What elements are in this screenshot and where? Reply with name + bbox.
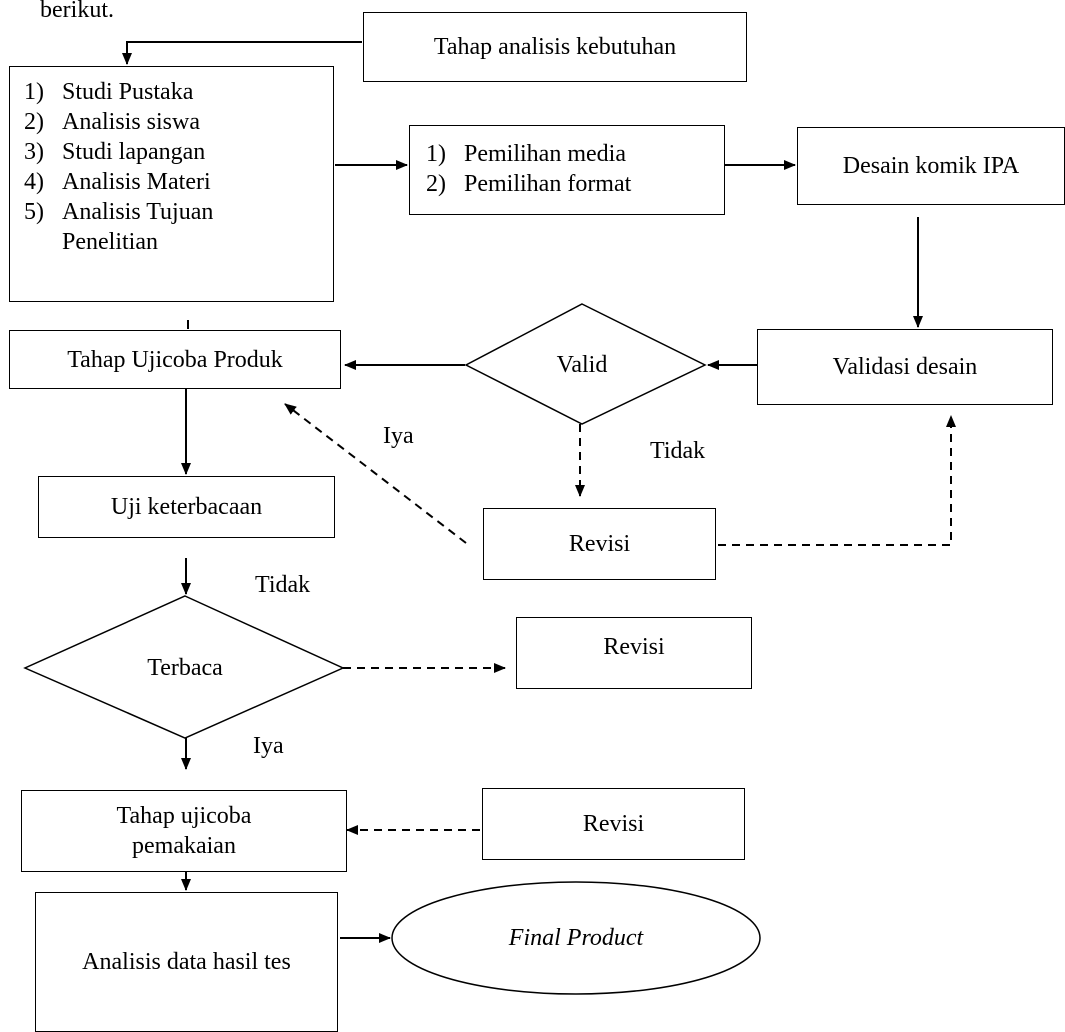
node-revisi-1-label: Revisi [568,531,631,557]
node-analisis-data: Analisis data hasil tes [35,892,338,1032]
edge-label-iya-terbaca: Iya [253,733,284,759]
terbaca-label: Terbaca [147,655,223,681]
node-analisis-data-label: Analisis data hasil tes [82,949,291,975]
list-item: 2)Pemilihan format [426,171,632,197]
list-item: 1)Studi Pustaka [24,79,194,105]
final-product-label: Final Product [508,925,644,951]
node-kebutuhan: Tahap analisis kebutuhan [363,12,747,82]
edge-label-tidak-valid: Tidak [650,438,706,464]
final-product-ellipse [391,881,761,995]
node-validasi: Validasi desain [757,329,1053,405]
list-item: 5)Analisis Tujuan Penelitian [24,199,214,255]
node-ujicoba-pemakaian-label: Tahap ujicoba pemakaian [116,803,252,859]
node-desain-label: Desain komik IPA [842,153,1020,179]
node-ujicoba-produk: Tahap Ujicoba Produk [9,330,341,389]
list-item: 1)Pemilihan media [426,141,626,167]
node-ujicoba-produk-label: Tahap Ujicoba Produk [67,346,283,373]
node-revisi-3: Revisi [482,788,745,860]
dashed-arrow-revisi-to-validasi [718,415,956,546]
node-revisi-2-label: Revisi [603,634,665,660]
edge-label-iya-valid: Iya [383,423,414,449]
node-revisi-3-label: Revisi [582,811,645,837]
list-item: 2)Analisis siswa [24,109,200,135]
node-desain: Desain komik IPA [797,127,1065,205]
list-item: 4)Analisis Materi [24,169,211,195]
valid-diamond [464,303,707,425]
dashed-arrow-revisi-to-ujicoba [284,403,467,544]
node-revisi-2: Revisi [516,617,752,689]
terbaca-diamond [23,595,345,739]
node-kebutuhan-label: Tahap analisis kebutuhan [433,34,677,60]
node-analysis-list: 1)Studi Pustaka 2)Analisis siswa 3)Studi… [9,66,334,302]
edge-label-tidak-terbaca: Tidak [255,572,311,598]
node-validasi-label: Validasi desain [832,354,978,380]
valid-label: Valid [556,352,608,378]
node-ujicoba-pemakaian: Tahap ujicoba pemakaian [21,790,347,872]
intro-text: berikut. [40,0,114,23]
node-revisi-1: Revisi [483,508,716,580]
node-uji-keterbacaan-label: Uji keterbacaan [110,494,263,520]
node-uji-keterbacaan: Uji keterbacaan [38,476,335,538]
node-media-list: 1)Pemilihan media 2)Pemilihan format [409,125,725,215]
arrow-kebutuhan-to-analysis [122,41,362,65]
list-item: 3)Studi lapangan [24,139,206,165]
